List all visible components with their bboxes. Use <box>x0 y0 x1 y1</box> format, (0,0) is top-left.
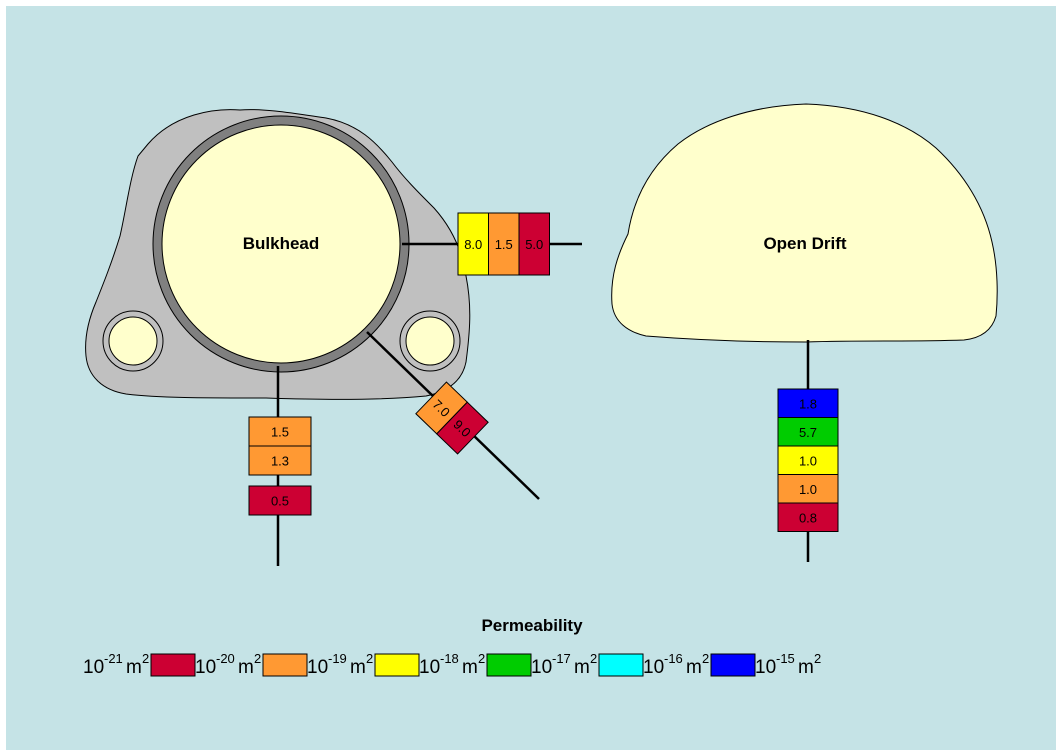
bulkhead-right-borehole-cells: 8.0 1.5 5.0 <box>457 212 550 276</box>
legend-exponent: -17 <box>552 651 571 666</box>
open-drift-cell-5-value: 0.8 <box>799 510 817 525</box>
right-cell-2: 1.5 <box>488 212 520 276</box>
right-cell-1-fill <box>457 212 489 276</box>
down-cell-2: 1.3 <box>248 445 312 476</box>
legend-unit-exponent: 2 <box>814 651 821 666</box>
open-drift-cell-4-fill <box>777 474 839 504</box>
legend-unit: m <box>798 657 814 678</box>
legend-exponent: -18 <box>440 651 459 666</box>
right-side-opening <box>405 316 455 366</box>
legend-base: 10 <box>307 657 328 678</box>
right-cell-3-fill <box>518 212 550 276</box>
legend-title: Permeability <box>481 616 583 635</box>
right-cell-3-value: 5.0 <box>525 237 543 252</box>
open-drift-cell-1: 1.8 <box>777 388 839 418</box>
legend-unit: m <box>574 657 590 678</box>
right-cell-3: 5.0 <box>518 212 550 276</box>
legend-exponent: -15 <box>776 651 795 666</box>
open-drift-cell-3-value: 1.0 <box>799 453 817 468</box>
legend-base: 10 <box>83 657 104 678</box>
down-cell-1-fill <box>248 416 312 447</box>
open-drift-cell-2: 5.7 <box>777 417 839 447</box>
legend-base: 10 <box>419 657 440 678</box>
left-side-opening <box>108 316 158 366</box>
legend-exponent: -19 <box>328 651 347 666</box>
legend-exponent: -21 <box>104 651 123 666</box>
right-cell-2-value: 1.5 <box>495 237 513 252</box>
down-cell-2-fill <box>248 445 312 476</box>
legend-swatch <box>374 653 420 677</box>
down-cell-1: 1.5 <box>248 416 312 447</box>
bulkhead-diagonal-borehole-cells: 7.09.0 <box>415 381 489 455</box>
legend-swatch <box>486 653 532 677</box>
legend-unit: m <box>462 657 478 678</box>
open-drift-cell-4-value: 1.0 <box>799 482 817 497</box>
legend-unit-exponent: 2 <box>366 651 373 666</box>
down-cell-1-value: 1.5 <box>271 425 289 440</box>
legend-unit: m <box>686 657 702 678</box>
legend-exponent: -20 <box>216 651 235 666</box>
legend-unit-exponent: 2 <box>142 651 149 666</box>
bulkhead-down-borehole-cells: 1.5 1.3 0.5 <box>248 416 312 516</box>
open-drift-label: Open Drift <box>763 234 846 253</box>
legend-unit: m <box>126 657 142 678</box>
diagonal-cells-rotated: 7.09.0 <box>415 381 489 455</box>
down-cell-3-fill <box>248 485 312 516</box>
right-cell-1: 8.0 <box>457 212 489 276</box>
open-drift-cell-1-fill <box>777 388 839 418</box>
permeability-diagram: 8.0 1.5 5.0 7.09.0 1.5 1.3 0.5 1.8 5.7 1.0 1.0 0… <box>6 6 1056 750</box>
legend-unit-exponent: 2 <box>590 651 597 666</box>
open-drift-cell-5-fill <box>777 502 839 532</box>
down-cell-3: 0.5 <box>248 485 312 516</box>
legend-swatch <box>710 653 756 677</box>
legend-exponent: -16 <box>664 651 683 666</box>
legend-base: 10 <box>531 657 552 678</box>
right-cell-1-value: 8.0 <box>464 237 482 252</box>
open-drift-cell-1-value: 1.8 <box>799 396 817 411</box>
bulkhead-opening <box>161 124 401 364</box>
diagonal-cell-2: 9.0 <box>436 401 489 455</box>
legend-unit: m <box>350 657 366 678</box>
legend-base: 10 <box>755 657 776 678</box>
open-drift-cell-2-value: 5.7 <box>799 425 817 440</box>
open-drift-opening <box>611 103 998 343</box>
diagonal-cell-2-fill <box>436 401 489 455</box>
legend-unit: m <box>238 657 254 678</box>
open-drift-cell-2-fill <box>777 417 839 447</box>
legend-base: 10 <box>195 657 216 678</box>
down-cell-3-value: 0.5 <box>271 494 289 509</box>
open-drift-cell-3: 1.0 <box>777 445 839 475</box>
legend-swatch <box>262 653 308 677</box>
legend-swatch <box>150 653 196 677</box>
right-cell-2-fill <box>488 212 520 276</box>
legend-unit-exponent: 2 <box>254 651 261 666</box>
open-drift-cell-4: 1.0 <box>777 474 839 504</box>
down-cell-2-value: 1.3 <box>271 454 289 469</box>
bulkhead-label: Bulkhead <box>243 234 320 253</box>
legend-swatch <box>598 653 644 677</box>
legend-unit-exponent: 2 <box>702 651 709 666</box>
legend-unit-exponent: 2 <box>478 651 485 666</box>
open-drift-borehole-cells: 1.8 5.7 1.0 1.0 0.8 <box>777 388 839 532</box>
legend-base: 10 <box>643 657 664 678</box>
open-drift-cell-5: 0.8 <box>777 502 839 532</box>
